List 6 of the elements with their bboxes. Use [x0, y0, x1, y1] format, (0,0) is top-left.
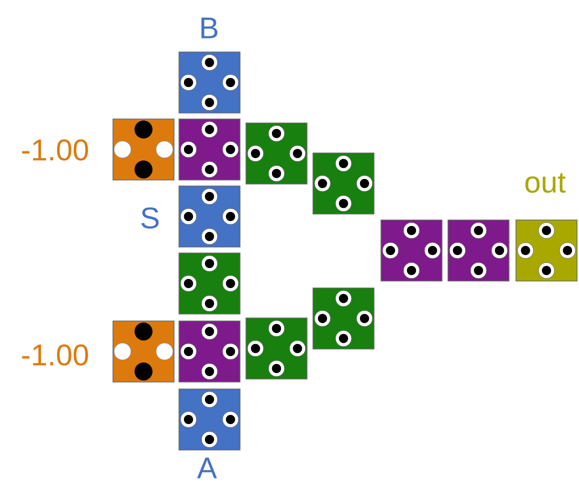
label: -1.00 [22, 139, 88, 161]
label: out [525, 173, 566, 193]
label: S [141, 207, 159, 229]
label: -1.00 [22, 344, 88, 366]
label: B [201, 18, 218, 38]
label: A [197, 458, 217, 478]
